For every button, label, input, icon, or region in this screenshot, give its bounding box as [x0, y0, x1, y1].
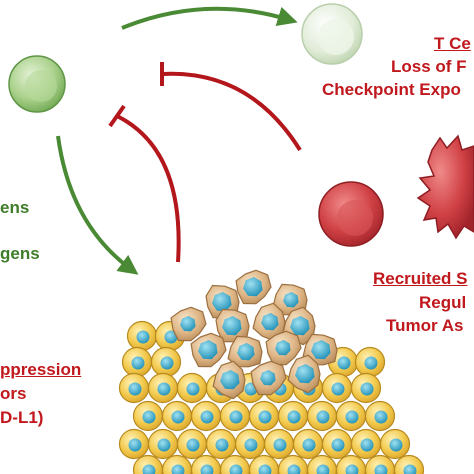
- tumor-cell-nucleus: [316, 464, 330, 474]
- tumor-cell-nucleus: [157, 382, 171, 396]
- t-cell-title: T Ce: [434, 34, 471, 53]
- t-cell-line2: Checkpoint Expo: [322, 80, 461, 99]
- tumor-mass-icon: [118, 269, 425, 474]
- suppressor-cell-icon: [416, 134, 474, 240]
- tumor-cell-nucleus: [200, 410, 214, 424]
- tumor-cell-nucleus: [229, 410, 243, 424]
- tumor-cell-nucleus: [171, 464, 185, 474]
- t-cell-icon: [301, 3, 363, 65]
- irregular-cell-nucleus: [283, 292, 299, 308]
- tumor-cell-nucleus: [131, 356, 145, 370]
- tumor-cell-nucleus: [186, 382, 200, 396]
- activation-arrow-top: [121, 6, 298, 30]
- irregular-cell-nucleus: [311, 340, 331, 360]
- irregular-cell-nucleus: [198, 340, 218, 360]
- tumor-cell-nucleus: [215, 438, 229, 452]
- tumor-cell-nucleus: [287, 464, 301, 474]
- irregular-cell-nucleus: [260, 370, 276, 386]
- tumor-cell-nucleus: [403, 464, 417, 474]
- inhibition-line-tcell: [160, 62, 302, 152]
- tumor-cell-nucleus: [186, 438, 200, 452]
- tumor-cell-nucleus: [128, 382, 142, 396]
- tumor-cell-nucleus: [258, 410, 272, 424]
- tumor-cell-nucleus: [229, 464, 243, 474]
- recruited-title: Recruited S: [373, 269, 468, 288]
- tumor-cell-nucleus: [273, 438, 287, 452]
- tumor-cell-nucleus: [157, 438, 171, 452]
- tumor-cell-nucleus: [345, 464, 359, 474]
- suppression-line1: ors: [0, 384, 27, 403]
- tumor-cell-nucleus: [316, 410, 330, 424]
- tumor-cell-nucleus: [128, 438, 142, 452]
- tumor-cell-nucleus: [142, 464, 156, 474]
- regulatory-cell-icon: [318, 181, 384, 247]
- suppression-line2: D-L1): [0, 408, 44, 427]
- t-cell-line1: Loss of F: [391, 57, 467, 76]
- tumor-cell-nucleus: [287, 410, 301, 424]
- tumor-cell-nucleus: [136, 330, 150, 344]
- suppression-title: ppression: [0, 360, 82, 379]
- recruited-line1: Regul: [419, 293, 467, 312]
- tumor-cell-nucleus: [331, 382, 345, 396]
- tumor-cell-nucleus: [364, 356, 378, 370]
- tumor-cell-nucleus: [337, 356, 351, 370]
- tumor-cell-nucleus: [389, 438, 403, 452]
- irregular-cell-nucleus: [243, 277, 263, 297]
- irregular-cell-nucleus: [220, 370, 240, 390]
- tumor-cell-nucleus: [374, 464, 388, 474]
- irregular-cell-nucleus: [237, 343, 255, 361]
- irregular-cell-nucleus: [275, 340, 291, 356]
- tumor-cell-nucleus: [374, 410, 388, 424]
- tumor-cell-nucleus: [360, 438, 374, 452]
- irregular-cell-nucleus: [295, 364, 315, 384]
- tumor-cell-nucleus: [160, 356, 174, 370]
- tumor-cell-nucleus: [360, 382, 374, 396]
- tumor-cell-nucleus: [302, 438, 316, 452]
- irregular-cell-nucleus: [290, 316, 310, 336]
- tumor-cell-nucleus: [258, 464, 272, 474]
- tumor-cell-nucleus: [142, 410, 156, 424]
- tumor-cell-nucleus: [345, 410, 359, 424]
- tumor-cell-nucleus: [171, 410, 185, 424]
- tumor-cell-nucleus: [164, 330, 178, 344]
- antigen-line1: ens: [0, 198, 30, 217]
- tumor-cell-nucleus: [244, 438, 258, 452]
- tumor-cell-nucleus: [200, 464, 214, 474]
- immune-cell-icon: [8, 55, 66, 113]
- irregular-cell-nucleus: [212, 292, 232, 312]
- recruited-line2: Tumor As: [386, 316, 464, 335]
- irregular-cell-nucleus: [261, 313, 279, 331]
- irregular-cell-nucleus: [222, 316, 242, 336]
- antigen-line2: gens: [0, 244, 40, 263]
- inhibition-line-immune: [108, 104, 181, 263]
- activation-arrow-left: [56, 135, 139, 275]
- irregular-cell-nucleus: [180, 316, 196, 332]
- tumor-cell-nucleus: [331, 438, 345, 452]
